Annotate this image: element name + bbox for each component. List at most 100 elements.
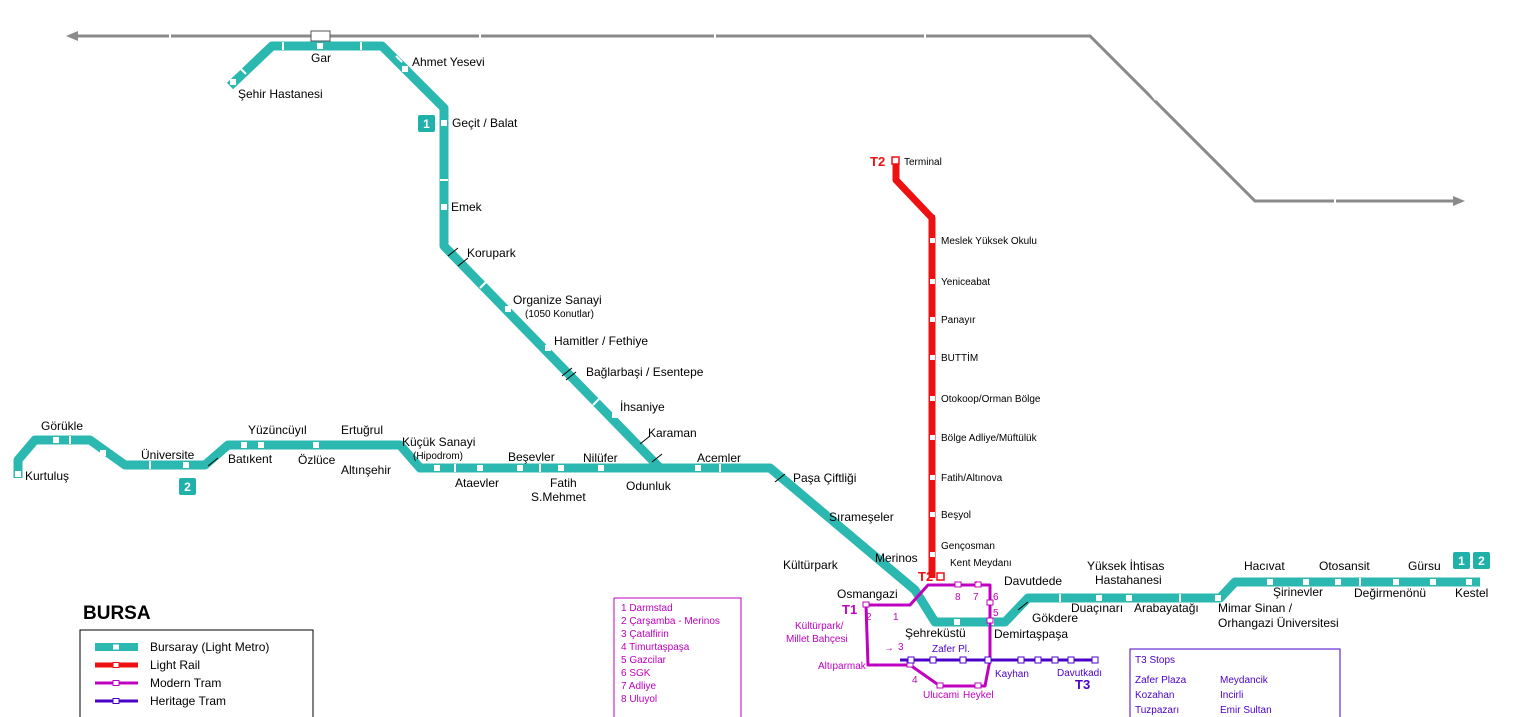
label-gorukle: Görükle [41,419,83,433]
station-marker-altinsehir [395,455,401,461]
label-acemler: Acemler [697,451,741,465]
label-ertugrul: Ertuğrul [341,423,383,437]
label-otokoop: Otokoop/Orman Bölge [941,394,1041,405]
station-marker-ozluce [313,442,319,448]
label-tram-millet-bahcesi: Millet Bahçesi [786,634,848,645]
label-kucuk-sanayi: Küçük Sanayi [402,435,475,449]
gar-railway-station-marker [310,30,331,42]
label-tram-ulucami: Ulucami [923,690,959,701]
station-marker-gorukle [53,437,59,443]
station-marker-gecit [441,120,447,126]
svg-text:8: 8 [955,592,961,603]
label-yuksek-ihtisas: Yüksek İhtisas [1087,559,1164,573]
station-marker-gursu [1430,579,1436,585]
label-sirinevler: Şirinevler [1273,585,1323,599]
station-marker-kestel [1466,579,1472,585]
station-marker-fatih [558,465,564,471]
legend-label: Modern Tram [150,676,221,690]
t3-stop-item: Meydancik [1220,675,1269,686]
label-universite: Üniversite [141,448,195,462]
label-sehrekustu: Şehreküstü [905,626,966,640]
label-baglarbasi: Bağlarbaşi / Esentepe [586,365,704,379]
label-organize-sanayi: Organize Sanayi [513,293,602,307]
line-2-badge-east: 2 [1473,552,1490,569]
t1-badge: T1 [842,602,857,617]
label-duacinari: Duaçınarı [1071,601,1123,615]
t3-stop-item: Tuzpazarı [1135,705,1179,716]
label-mimar-sinan-2: Orhangazi Üniversitesi [1218,616,1339,630]
svg-text:1: 1 [1458,554,1465,568]
t1-stop-item: 4 Timurtaşpaşa [621,642,690,653]
legend-item: Bursaray (Light Metro) [95,640,269,654]
label-nilufer: Nilüfer [583,451,618,465]
label-kucuk-sanayi-sub: (Hipodrom) [413,451,463,462]
station-marker-acemler [695,465,701,471]
station-marker-batikent [241,442,247,448]
label-kestel: Kestel [1455,586,1488,600]
line-1-badge-east: 1 [1453,552,1470,569]
label-fatih-altinova: Fatih/Altınova [941,473,1003,484]
label-organize-sanayi-sub: (1050 Konutlar) [525,309,594,320]
label-gursu: Gürsu [1408,559,1441,573]
label-gar: Gar [311,51,331,65]
label-terminal: Terminal [904,157,942,168]
label-emek: Emek [451,200,483,214]
label-panayir: Panayır [941,315,976,326]
svg-text:←: ← [973,576,983,587]
t1-stop-item: 6 SGK [621,668,651,679]
label-yuksek-ihtisas-2: Hastahanesi [1095,573,1162,587]
label-yuzuncuyil: Yüzüncüyıl [248,423,307,437]
svg-text:6: 6 [993,592,999,603]
heritage-tram-line [900,656,1099,664]
station-marker-hamitler [545,345,551,351]
legend-label: Bursaray (Light Metro) [150,640,269,654]
tram-labels: Kültürpark/ Millet Bahçesi Altıparmak Za… [786,576,1102,701]
station-marker-gorukle-2 [100,450,106,456]
legend: BURSA Bursaray (Light Metro)Light RailMo… [79,603,314,717]
station-marker-sirinevler [1303,579,1309,585]
t1-stop-item: 5 Gazcilar [621,655,667,666]
t3-badge: T3 [1075,677,1090,692]
t3-stops-box: T3 Stops Zafer PlazaKozahanTuzpazarıMeyd… [1129,648,1341,717]
station-marker-ataevler [477,465,483,471]
label-sirameseler: Sırameşeler [829,510,894,524]
label-fatih-2: S.Mehmet [531,490,586,504]
label-tram-kayhan: Kayhan [995,669,1029,680]
label-batikent: Batıkent [228,452,273,466]
t3-stop-item: Emir Sultan [1220,705,1272,716]
station-marker-mimar [1215,595,1221,601]
label-buttim: BUTTİM [941,351,978,364]
legend-item: Heritage Tram [95,694,226,708]
station-marker-hacivat [1267,579,1273,585]
svg-text:2: 2 [866,612,872,623]
label-odunluk: Odunluk [626,479,672,493]
label-tram-altiparmak: Altıparmak [818,661,867,672]
label-meslek: Meslek Yüksek Okulu [941,236,1037,247]
svg-text:4: 4 [912,675,918,686]
label-altinsehir: Altınşehir [341,463,391,477]
t1-stop-item: 2 Çarşamba - Merinos [621,616,720,627]
station-marker-degirmenonu [1393,579,1399,585]
label-kent-meydani: Kent Meydanı [950,558,1012,569]
label-gencosman: Gençosman [941,541,995,552]
line-1-badge-top: 1 [418,115,435,132]
legend-label: Light Rail [150,658,200,672]
svg-text:7: 7 [973,592,979,603]
station-marker-kucuk [434,465,440,471]
label-hacivat: Hacıvat [1244,559,1285,573]
label-gecit-balat: Geçit / Balat [452,116,518,130]
station-marker-sehir-hastanesi [230,79,236,85]
station-marker-kurtulus [15,471,21,477]
station-marker-ihsaniye [612,412,618,418]
legend-item: Light Rail [95,658,200,672]
label-besyol: Beşyol [941,510,971,521]
t3-stop-item: Incirli [1220,690,1243,701]
t2-badge-bottom: T2 [918,569,933,584]
t1-stop-item: 3 Çatalfirin [621,629,669,640]
label-pasa-ciftligi: Paşa Çiftliği [793,471,856,485]
station-marker-emek [441,204,447,210]
legend-item: Modern Tram [95,676,221,690]
lr-marker-terminal [891,156,900,165]
label-davutdede: Davutdede [1004,574,1062,588]
